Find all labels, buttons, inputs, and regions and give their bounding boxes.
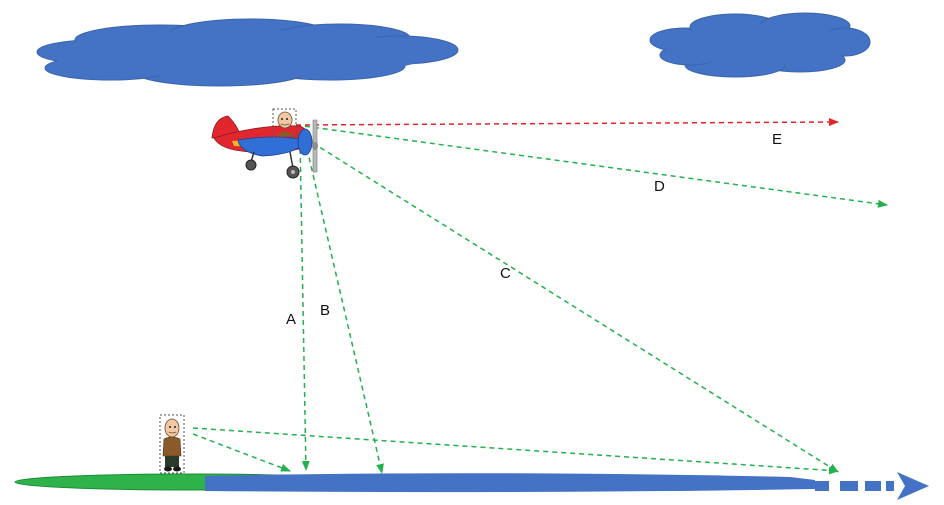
label-b: B xyxy=(320,302,331,319)
sight-line-b xyxy=(304,139,384,474)
sight-line-c xyxy=(304,137,839,473)
sight-line-d xyxy=(295,124,888,208)
ground-blue-band xyxy=(205,473,815,493)
label-e: E xyxy=(772,131,783,148)
cloud-left-icon xyxy=(36,18,459,87)
label-d: D xyxy=(654,178,665,195)
label-a: A xyxy=(286,311,297,328)
ground-observer-person-icon xyxy=(159,414,185,474)
pilot-person-icon xyxy=(272,108,297,138)
airplane-icon xyxy=(211,115,318,179)
sight-line-e xyxy=(295,118,839,127)
sight-lines-observer xyxy=(192,427,839,475)
label-c: C xyxy=(500,265,511,282)
cloud-right-icon xyxy=(649,12,871,78)
arrow-right-icon xyxy=(815,472,929,500)
sight-lines-plane xyxy=(295,124,888,474)
sight-line-a xyxy=(299,139,310,471)
